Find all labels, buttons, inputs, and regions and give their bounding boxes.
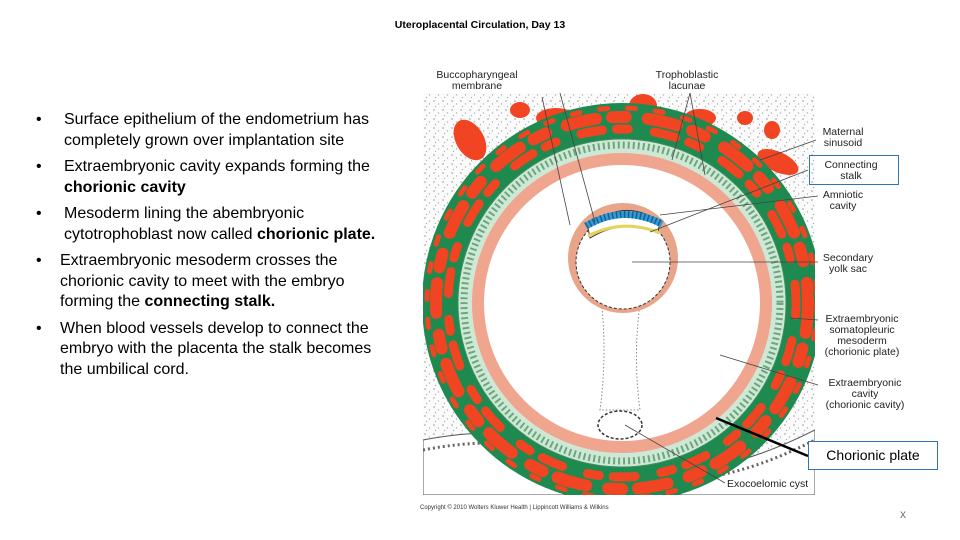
label-cavity: Extraembryonic	[829, 377, 902, 389]
bullet-dot: •	[36, 205, 42, 222]
cytotrophoblast-cells	[460, 141, 784, 465]
slide-title: Uteroplacental Circulation, Day 13	[394, 19, 566, 31]
label-exocoelomic: Exocoelomic cyst	[727, 478, 808, 490]
label-secondary-2: yolk sac	[829, 263, 867, 275]
label-maternal: Maternal	[823, 126, 864, 138]
diagram-labels: Buccopharyngeal membrane Trophoblastic l…	[436, 69, 904, 490]
diagram-panel	[423, 93, 815, 495]
label-amniotic-2: cavity	[830, 200, 858, 212]
label-maternal-2: sinusoid	[824, 137, 863, 149]
label-amniotic: Amniotic	[823, 189, 863, 201]
label-somato-2: somatopleuric	[829, 324, 894, 336]
chorionic-plate-pointer	[715, 416, 809, 458]
bullet-item: • Extraembryonic mesoderm crosses the ch…	[36, 252, 345, 310]
label-somato-4: (chorionic plate)	[825, 346, 900, 358]
exocoelomic-cyst-shape	[597, 410, 643, 440]
copyright-text: Copyright © 2010 Wolters Kluwer Health |…	[420, 505, 609, 511]
bullet-dot: •	[36, 111, 42, 128]
leader-lines	[541, 92, 819, 484]
label-connecting-2: stalk	[840, 170, 862, 182]
bullet-item: • When blood vessels develop to connect …	[36, 319, 372, 378]
bullet-item: • Extraembryonic cavity expands forming …	[36, 158, 370, 196]
label-trophoblastic: Trophoblastic	[656, 69, 719, 81]
chorionic-plate-label-box: Chorionic plate	[808, 441, 938, 470]
label-trophoblastic-2: lacunae	[669, 80, 706, 92]
label-cavity-2: cavity	[852, 388, 880, 400]
connecting-stalk	[599, 289, 643, 411]
bullet-dot: •	[36, 319, 42, 337]
bullet-list: • Surface epithelium of the endometrium …	[36, 110, 386, 386]
label-cavity-3: (chorionic cavity)	[826, 399, 905, 411]
label-somato-3: mesoderm	[837, 335, 887, 347]
bullet-dot: •	[36, 252, 42, 269]
trophoblastic-lacunae	[424, 105, 815, 495]
bullet-item: • Mesoderm lining the abembryonic cytotr…	[36, 205, 376, 243]
label-buccopharyngeal: Buccopharyngeal	[436, 69, 517, 81]
connecting-stalk-highlight-box	[809, 155, 899, 185]
label-connecting: Connecting	[824, 159, 877, 171]
bullet-item: • Surface epithelium of the endometrium …	[36, 111, 370, 149]
label-somato: Extraembryonic	[826, 313, 899, 325]
label-buccopharyngeal-2: membrane	[452, 80, 502, 92]
close-mark[interactable]: x	[900, 507, 906, 521]
bullet-dot: •	[36, 158, 42, 175]
label-secondary: Secondary	[823, 252, 874, 264]
